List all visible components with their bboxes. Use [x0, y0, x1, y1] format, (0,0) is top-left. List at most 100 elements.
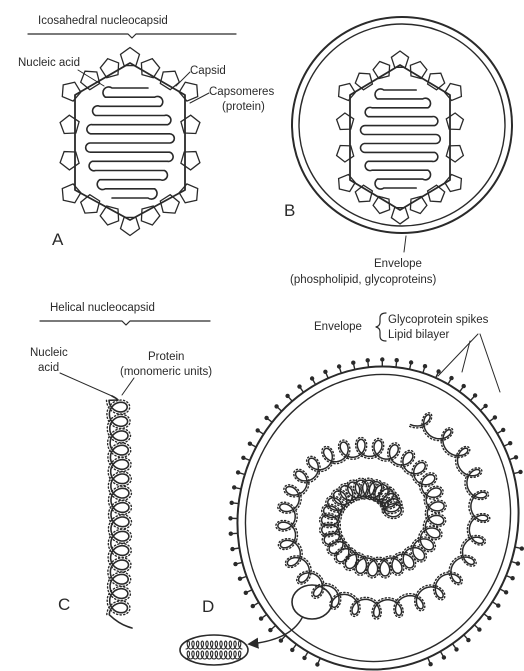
glycoprotein-spike-head — [323, 370, 327, 374]
glycoprotein-spike-head — [229, 532, 233, 536]
glycoprotein-spike-head — [268, 628, 272, 632]
glycoprotein-spike-head — [248, 442, 252, 446]
glycoprotein-spike-head — [233, 562, 237, 566]
glycoprotein-spike-head — [259, 616, 263, 620]
capsomere-unit — [446, 146, 463, 163]
envelope-composition-label-b: (phospholipid, glycoproteins) — [290, 274, 437, 286]
capsomere-unit — [445, 175, 462, 192]
magnified-region-circle — [292, 585, 332, 619]
glycoprotein-spike-head — [516, 561, 520, 565]
nucleic-acid-label-c-line2: acid — [38, 362, 59, 374]
envelope-label-d: Envelope — [314, 321, 362, 333]
glycoprotein-spike-head — [244, 591, 248, 595]
panel-a-icosahedral-virus: Icosahedral nucleocapsid Nucleic acid Ca… — [18, 15, 274, 249]
magnified-helix-segment — [186, 641, 242, 659]
protein-units-d — [276, 413, 490, 619]
glycoprotein-spike-head — [232, 485, 236, 489]
glycoprotein-spike-head — [409, 360, 413, 364]
glycoprotein-spike-head — [493, 415, 497, 419]
glycoprotein-spike-head — [508, 441, 512, 445]
glycoprotein-spike-head — [337, 364, 341, 368]
glycoprotein-spike-head — [315, 662, 319, 666]
capsomere-units-b — [337, 51, 464, 224]
capsomere-unit — [339, 175, 356, 192]
capsomere-unit — [60, 152, 79, 170]
capsomere-unit — [445, 84, 462, 101]
glycoprotein-spike-head — [279, 638, 283, 642]
bilayer-leader — [462, 341, 470, 372]
glycoprotein-spike-head — [520, 546, 524, 550]
glycoprotein-spike-head — [256, 428, 260, 432]
glycoprotein-spike-head — [395, 358, 399, 362]
capsomere-unit — [181, 115, 200, 133]
glycoprotein-spike-head — [285, 394, 289, 398]
glycoprotein-spike-head — [302, 656, 306, 660]
glycoprotein-spike-head — [449, 376, 453, 380]
nucleic-acid-coil-b — [361, 89, 441, 189]
envelope-outer-d — [209, 340, 524, 671]
protein-leader — [122, 378, 134, 395]
glycoprotein-spike-head — [297, 384, 301, 388]
panel-a-letter: A — [52, 230, 64, 249]
glycoprotein-spike-head — [366, 358, 370, 362]
capsomere-unit — [337, 146, 354, 163]
glycoprotein-spike-head — [264, 416, 268, 420]
glycoprotein-spike-head — [487, 616, 491, 620]
panel-c-helical-nucleocapsid: Helical nucleocapsid Nucleic acid Protei… — [30, 302, 212, 628]
glycoprotein-spike-head — [230, 547, 234, 551]
nucleic-acid-label-c: Nucleic — [30, 347, 68, 359]
capsomere-unit — [339, 84, 356, 101]
envelope-inner-d — [219, 350, 524, 671]
magnified-inset — [180, 635, 248, 665]
glycoprotein-spike-head — [496, 603, 500, 607]
envelope-leader-b — [404, 236, 406, 252]
capsomere-unit — [337, 113, 354, 130]
capsomere-units-a — [60, 48, 200, 236]
glycoprotein-spike-head — [504, 590, 508, 594]
capsomeres-protein-label: (protein) — [222, 101, 265, 113]
glycoprotein-spike-head — [466, 638, 470, 642]
glycoprotein-spikes-label: Glycoprotein spikes — [388, 314, 489, 326]
glycoprotein-spike-head — [228, 516, 232, 520]
glycoprotein-spike-head — [290, 648, 294, 652]
glycoprotein-spike-head — [423, 364, 427, 368]
protein-label: Protein — [148, 351, 184, 363]
helical-title: Helical nucleocapsid — [50, 302, 155, 314]
glycoprotein-spike-head — [310, 376, 314, 380]
glycoprotein-spike-head — [274, 404, 278, 408]
envelope-brace-d — [376, 313, 386, 341]
icosahedral-title-bracket — [28, 34, 236, 38]
glycoprotein-spike-head — [501, 428, 505, 432]
panel-d-letter: D — [202, 597, 214, 616]
glycoprotein-spike-head — [454, 647, 458, 651]
glycoprotein-spike-head — [380, 357, 384, 361]
capsomere-unit — [179, 82, 198, 101]
spikes-leader-2 — [480, 334, 500, 392]
magnification-arrow — [250, 618, 302, 644]
glycoprotein-spike-head — [518, 470, 522, 474]
glycoprotein-spike-head — [241, 456, 245, 460]
panel-d-enveloped-helical-virus: Envelope Glycoprotein spikes Lipid bilay… — [180, 313, 524, 671]
glycoprotein-spike-head — [442, 655, 446, 659]
glycoprotein-spike-head — [238, 577, 242, 581]
capsomere-unit — [179, 184, 198, 203]
glycoprotein-spike-head — [510, 576, 514, 580]
envelope-label-b: Envelope — [374, 258, 422, 270]
icosahedral-title: Icosahedral nucleocapsid — [38, 15, 168, 27]
glycoprotein-spike-head — [477, 627, 481, 631]
panel-c-letter: C — [58, 595, 70, 614]
panel-b-enveloped-icosahedral-virus: B Envelope (phospholipid, glycoproteins) — [284, 17, 512, 286]
glycoprotein-spike-head — [436, 369, 440, 373]
capsomere-unit — [60, 115, 79, 133]
capsomere-unit — [181, 152, 200, 170]
glycoprotein-spike-head — [230, 501, 234, 505]
helical-nucleocapsid-d — [278, 415, 488, 617]
glycoprotein-spike-head — [428, 662, 432, 666]
protein-units-label: (monomeric units) — [120, 366, 212, 378]
capsomeres-label: Capsomeres — [209, 86, 274, 98]
nucleic-acid-label-a: Nucleic acid — [18, 57, 80, 69]
capsid-label: Capsid — [190, 65, 226, 77]
panel-b-letter: B — [284, 201, 295, 220]
glycoprotein-spike-head — [473, 393, 477, 397]
